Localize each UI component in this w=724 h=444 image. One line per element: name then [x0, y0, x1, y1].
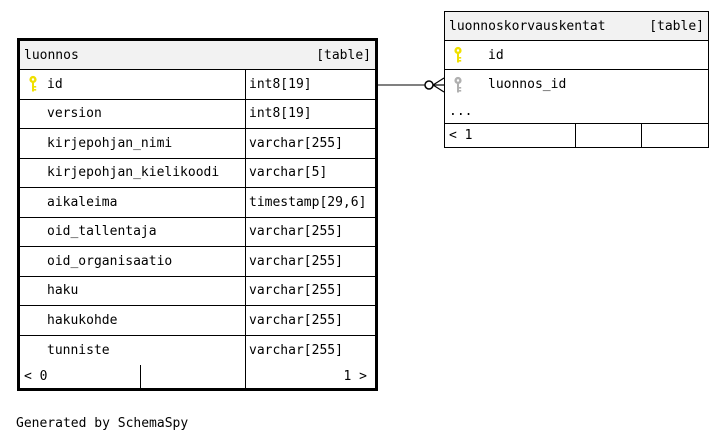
column-row-luonnos-id[interactable]: luonnos_id: [445, 70, 708, 99]
generated-by-note: Generated by SchemaSpy: [16, 416, 189, 431]
column-row-id[interactable]: id: [445, 41, 708, 70]
column-type: int8[19]: [249, 106, 312, 122]
column-name: id: [488, 47, 504, 63]
foreign-key-icon: [453, 76, 463, 94]
more-columns-row: ...: [445, 99, 708, 124]
column-type: varchar[5]: [249, 165, 328, 181]
column-name: haku: [47, 283, 79, 299]
column-type: varchar[255]: [249, 224, 343, 240]
parents-count[interactable]: < 0: [20, 365, 141, 388]
column-type: varchar[255]: [249, 342, 343, 358]
table-footer: < 1: [445, 124, 708, 147]
table-header[interactable]: luonnos [table]: [20, 41, 375, 70]
column-name-cell[interactable]: oid_organisaatio: [20, 247, 246, 276]
footer-spacer: [642, 124, 708, 147]
column-type: int8[19]: [249, 76, 312, 92]
footer-spacer: [141, 365, 246, 388]
column-name-cell[interactable]: kirjepohjan_kielikoodi: [20, 158, 246, 187]
column-name-cell[interactable]: id: [20, 70, 246, 99]
table-name: luonnos: [24, 47, 79, 63]
column-name-cell[interactable]: tunniste: [20, 335, 246, 365]
column-name-cell[interactable]: version: [20, 99, 246, 128]
column-name: oid_organisaatio: [47, 253, 173, 269]
primary-key-icon: [28, 75, 38, 93]
column-name: luonnos_id: [488, 77, 567, 92]
table-luonnos[interactable]: luonnos [table] id int8[19] version int8[19…: [17, 38, 378, 391]
column-name: hakukohde: [47, 312, 118, 328]
column-name: kirjepohjan_nimi: [47, 135, 173, 151]
column-type: varchar[255]: [249, 135, 343, 151]
table-luonnoskorvauskentat[interactable]: luonnoskorvauskentat [table] id luonnos_i…: [444, 11, 709, 148]
column-type: varchar[255]: [249, 312, 343, 328]
column-row-kirjepohjan-kielikoodi[interactable]: kirjepohjan_kielikoodi varchar[5]: [20, 158, 375, 188]
column-row-id[interactable]: id int8[19]: [20, 70, 375, 100]
column-name: version: [47, 106, 102, 122]
column-row-haku[interactable]: haku varchar[255]: [20, 276, 375, 306]
column-name-cell[interactable]: haku: [20, 276, 246, 305]
parents-count[interactable]: < 1: [445, 124, 576, 147]
column-name: oid_tallentaja: [47, 224, 157, 240]
ellipsis: ...: [449, 103, 473, 119]
column-name-cell[interactable]: oid_tallentaja: [20, 217, 246, 246]
column-row-tunniste[interactable]: tunniste varchar[255]: [20, 335, 375, 365]
table-name: luonnoskorvauskentat: [449, 18, 606, 34]
column-name-cell[interactable]: aikaleima: [20, 188, 246, 217]
column-name: tunniste: [47, 342, 110, 358]
column-type: timestamp[29,6]: [249, 194, 367, 210]
column-type: varchar[255]: [249, 283, 343, 299]
column-row-version[interactable]: version int8[19]: [20, 99, 375, 129]
column-row-kirjepohjan-nimi[interactable]: kirjepohjan_nimi varchar[255]: [20, 129, 375, 159]
column-row-oid-tallentaja[interactable]: oid_tallentaja varchar[255]: [20, 217, 375, 247]
table-header[interactable]: luonnoskorvauskentat [table]: [445, 12, 708, 41]
crows-foot-icon: [432, 77, 445, 93]
column-name: id: [47, 76, 63, 92]
column-name-cell[interactable]: hakukohde: [20, 306, 246, 335]
footer-spacer: [576, 124, 642, 147]
column-name-cell[interactable]: kirjepohjan_nimi: [20, 129, 246, 158]
column-row-oid-organisaatio[interactable]: oid_organisaatio varchar[255]: [20, 247, 375, 277]
column-type: varchar[255]: [249, 253, 343, 269]
primary-key-icon: [453, 46, 463, 64]
table-type-tag: [table]: [649, 18, 704, 34]
children-count[interactable]: 1 >: [343, 369, 367, 384]
relationship-optional-circle: [424, 80, 434, 90]
column-row-aikaleima[interactable]: aikaleima timestamp[29,6]: [20, 188, 375, 218]
column-name: kirjepohjan_kielikoodi: [47, 165, 220, 181]
column-row-hakukohde[interactable]: hakukohde varchar[255]: [20, 306, 375, 336]
table-type-tag: [table]: [316, 47, 371, 63]
column-name: aikaleima: [47, 194, 118, 210]
table-footer: < 0 1 >: [20, 365, 375, 388]
